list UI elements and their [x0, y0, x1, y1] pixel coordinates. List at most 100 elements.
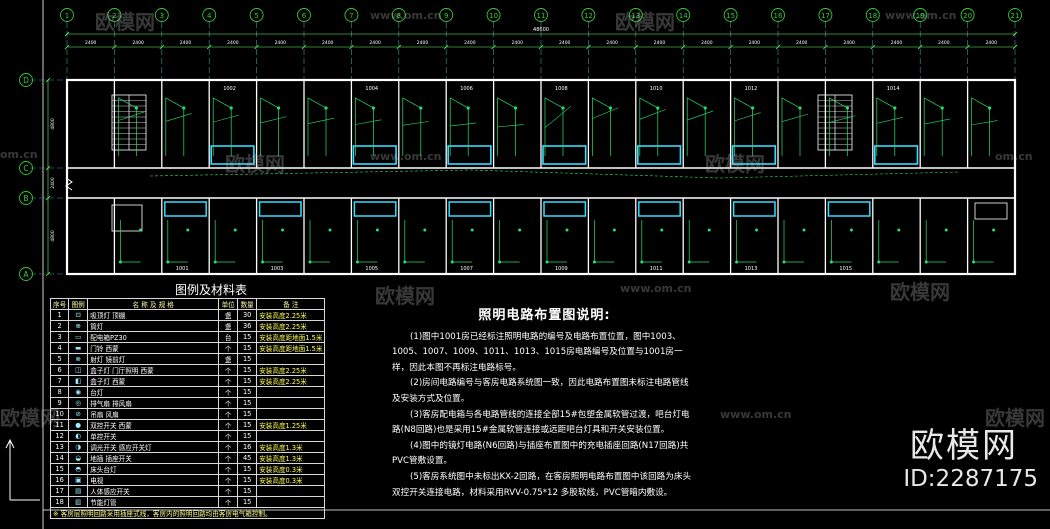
circuit-node	[277, 106, 281, 110]
corridor-feeder	[149, 169, 961, 179]
dimension-tick	[349, 44, 354, 50]
circuit-node	[466, 106, 470, 110]
legend-cell-remark: 安装高度距地面1.5米	[256, 331, 326, 343]
circuit-node	[656, 106, 660, 110]
circuit-node	[419, 106, 423, 110]
legend-cell-name: 排气扇 排风扇	[87, 397, 220, 409]
circuit-wire	[449, 97, 469, 156]
dimension-tick	[396, 44, 402, 50]
legend-cell-symbol: ⊗	[68, 353, 89, 365]
circuit-node	[640, 260, 644, 264]
axis-bubble-5	[249, 8, 264, 22]
axis-label-16: 16	[774, 12, 783, 20]
dimension-text: 2400	[891, 40, 903, 46]
circuit-wire	[402, 121, 429, 126]
circuit-node	[897, 228, 901, 232]
axis-bubble-6	[297, 8, 311, 22]
circuit-node	[450, 260, 454, 264]
circuit-node	[944, 228, 948, 232]
circuit-wire	[878, 220, 899, 263]
legend-cell-no: 12	[49, 430, 70, 442]
dimension-text: 2400	[559, 40, 571, 46]
circuit-wire	[497, 97, 516, 156]
circuit-wire	[876, 117, 903, 124]
circuit-wire	[781, 113, 809, 122]
dimension-tick	[680, 44, 686, 50]
circuit-node	[612, 228, 616, 232]
legend-title: 图例及材料表	[175, 283, 248, 297]
legend-cell-name: 门铃 西蒙	[87, 342, 220, 354]
circuit-wire	[120, 220, 141, 263]
circuit-node	[375, 228, 379, 232]
legend-cell-symbol: ▤	[68, 485, 89, 497]
legend-cell-name: 盒子灯 西蒙	[87, 375, 220, 387]
legend-cell-name: 床头台灯	[87, 463, 220, 475]
legend-cell-name: 节能灯管	[87, 496, 220, 508]
circuit-node	[687, 260, 691, 264]
legend-cell-no: 2	[49, 320, 70, 332]
circuit-node	[518, 228, 522, 232]
room-label-top: 1004	[365, 86, 378, 92]
circuit-wire	[262, 220, 283, 263]
dimension-text: 2400	[749, 40, 761, 46]
circuit-node	[328, 228, 332, 232]
legend-cell-remark: 安装高度0.3米	[256, 463, 326, 475]
circuit-wire	[307, 117, 335, 124]
dimension-text-total: 48600	[533, 27, 549, 33]
circuit-wire	[546, 220, 567, 263]
dimension-tick	[45, 77, 51, 83]
circuit-node	[233, 228, 237, 232]
circuit-wire	[357, 220, 378, 263]
notes-paragraph: (5)客房系统图中未标出KX-2回路，在客房照明电路布置图中该回路为床头双控开关…	[392, 471, 692, 498]
dimension-tick	[64, 31, 70, 37]
circuit-wire	[736, 220, 757, 263]
legend-cell-symbol: ⊡	[68, 309, 89, 321]
circuit-wire	[165, 97, 185, 156]
legend-cell-remark	[256, 496, 326, 508]
axis-bubble-3	[154, 8, 169, 22]
circuit-node	[877, 260, 881, 264]
dimension-tick	[45, 195, 51, 201]
notes-paragraph: (3)客房配电箱与各电路管线的连接全部15#包塑金属软管过渡，吧台灯电路(N8回…	[392, 409, 690, 436]
dimension-tick	[159, 44, 165, 50]
dimension-text: 2400	[512, 40, 524, 46]
legend-cell-symbol: ◑	[68, 441, 89, 453]
legend-cell-qty: 45	[237, 452, 258, 464]
axis-bubble-12	[581, 8, 596, 22]
legend-cell-name: 电视	[87, 474, 220, 486]
circuit-node	[545, 260, 549, 264]
circuit-wire	[451, 220, 473, 263]
legend-cell-remark: 安装高度2.25米	[256, 364, 326, 376]
circuit-wire	[118, 111, 145, 121]
circuit-wire	[639, 109, 666, 120]
axis-label-3: 3	[160, 12, 164, 20]
legend-cell-symbol: ⊕	[68, 320, 89, 332]
legend-cell-qty: 15	[237, 331, 258, 343]
circuit-node	[845, 106, 850, 110]
circuit-node	[924, 260, 928, 264]
legend-footnote: ※ 客房层照明回路采用插座式线，客房内的照明回路均由客房电气箱控制。	[49, 507, 326, 519]
circuit-wire	[687, 110, 714, 121]
bathroom-fixture	[353, 201, 397, 217]
legend-cell-remark: 安装高度1.25米	[256, 419, 326, 431]
legend-cell-no: 10	[49, 408, 70, 420]
legend-cell-no: 11	[49, 419, 70, 431]
circuit-node	[940, 106, 944, 110]
circuit-node	[261, 260, 265, 264]
legend-cell-symbol: ◫	[68, 364, 89, 376]
room-label-bottom: 1001	[176, 266, 189, 272]
dimension-tick	[538, 44, 544, 50]
legend-cell-name: 地插 插座开关	[87, 452, 220, 464]
circuit-node	[660, 228, 664, 232]
legend-cell-unit: 个	[218, 364, 239, 376]
axis-label-17: 17	[821, 12, 830, 20]
dimension-text: 2400	[843, 40, 855, 46]
dimension-tick	[775, 44, 781, 50]
axis-label-20: 20	[963, 12, 972, 20]
circuit-wire	[260, 116, 287, 124]
legend-cell-name: 筒灯	[87, 320, 220, 332]
legend-cell-symbol: ⊘	[68, 408, 89, 420]
circuit-wire	[497, 124, 524, 128]
